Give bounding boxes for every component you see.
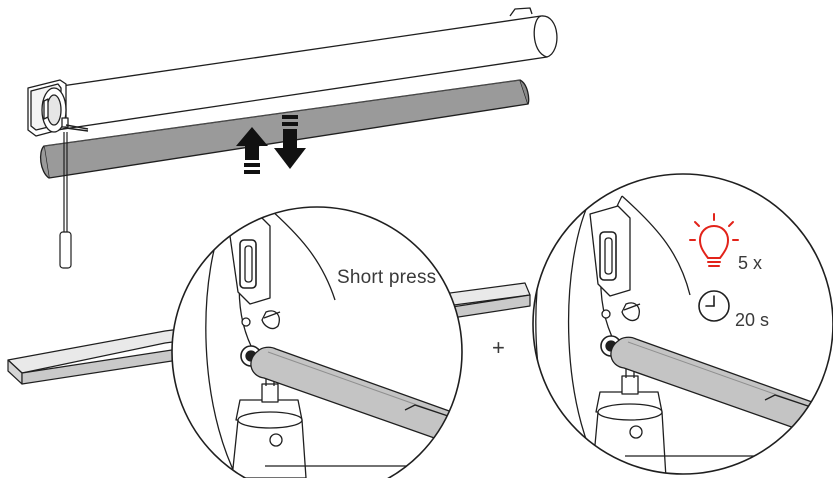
up-down-arrows-icon (236, 115, 306, 174)
motor-end-bracket (27, 79, 89, 137)
short-press-label: Short press (337, 267, 437, 288)
zoom-detail-long-press (532, 173, 833, 475)
zoom-detail-short-press (171, 206, 463, 478)
lightbulb-icon (689, 213, 739, 267)
clock-icon (698, 290, 730, 322)
plus-sign: + (492, 335, 505, 360)
pull-cord (59, 132, 72, 269)
blink-count-label: 5 x (738, 253, 763, 273)
hold-time-label: 20 s (735, 310, 770, 330)
